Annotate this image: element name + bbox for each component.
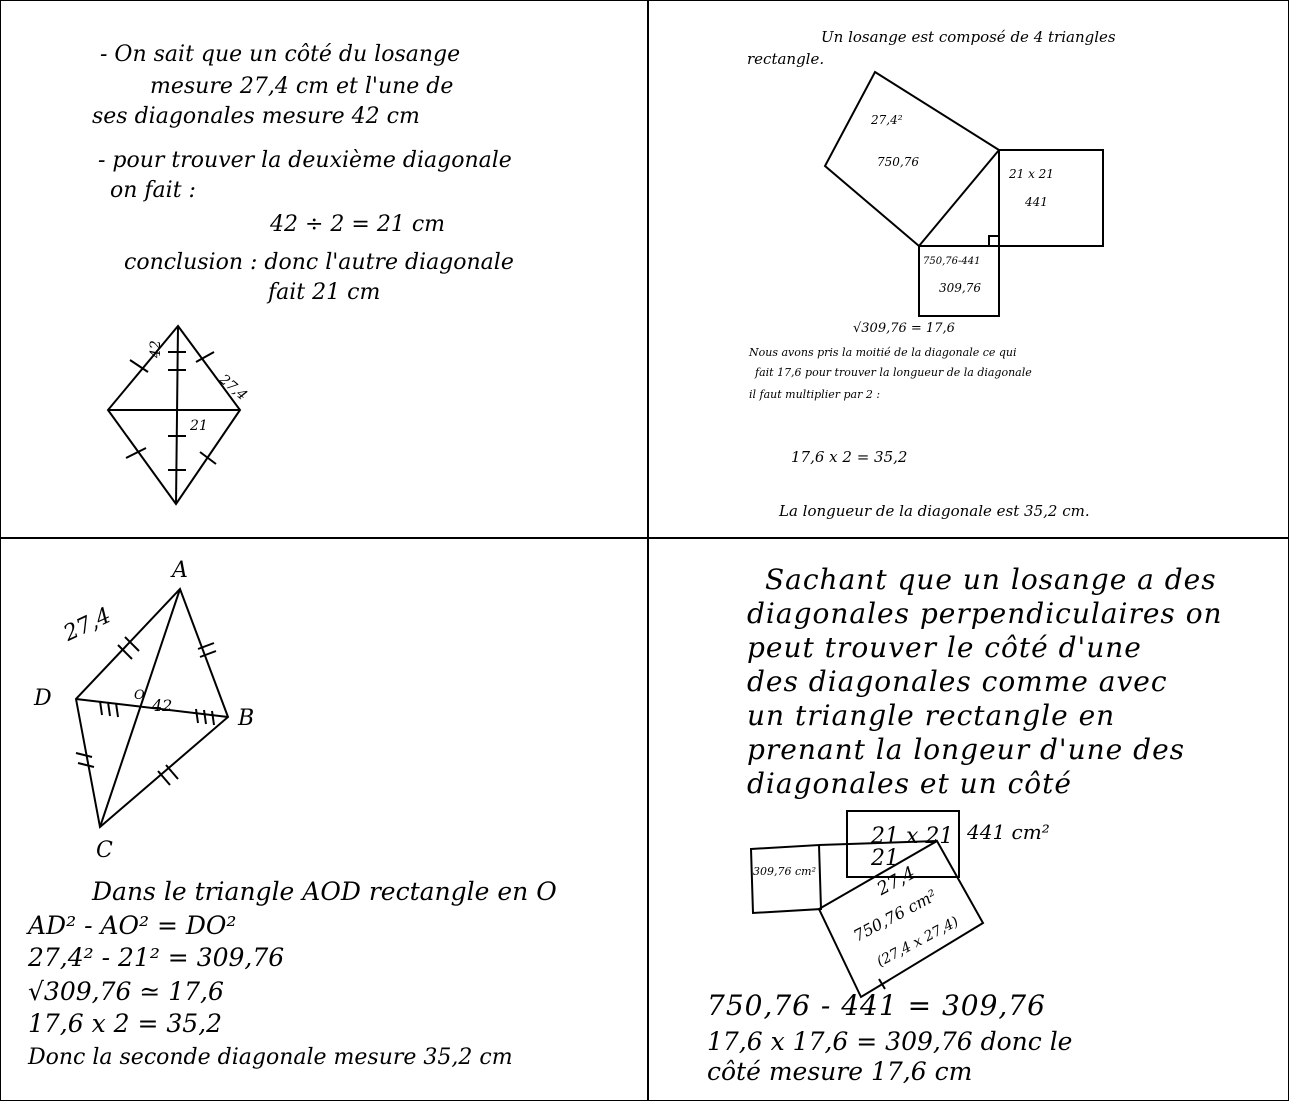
text-line: - On sait que un côté du losange bbox=[100, 42, 461, 67]
text-line: Sachant que un losange a des bbox=[765, 563, 1217, 596]
text-line: diagonales perpendiculaires on bbox=[747, 597, 1223, 630]
half-diagonal-label: 42 bbox=[148, 340, 164, 359]
pythagoras-figure: 27,4² 750,76 21 x 21 441 750,76-441 309,… bbox=[823, 70, 1104, 336]
panel-bottom-right: Sachant que un losange a des diagonales … bbox=[649, 539, 1289, 1101]
text-line: - pour trouver la deuxième diagonale bbox=[98, 148, 512, 173]
divider-horizontal bbox=[0, 537, 1289, 539]
text-line: fait 17,6 pour trouver la longueur de la… bbox=[755, 366, 1032, 379]
text-line: il faut multiplier par 2 : bbox=[749, 388, 881, 401]
text-line: des diagonales comme avec bbox=[747, 665, 1168, 698]
text-line: peut trouver le côté d'une bbox=[747, 631, 1142, 664]
root-result: √309,76 = 17,6 bbox=[853, 321, 955, 336]
text-line: ses diagonales mesure 42 cm bbox=[92, 104, 420, 129]
text-line: diagonales et un côté bbox=[747, 767, 1072, 800]
panel-bottom-left: A B C D 27,4 42 O Dans le triangle AOD r… bbox=[0, 539, 648, 1101]
text-line: Donc la seconde diagonale mesure 35,2 cm bbox=[28, 1045, 513, 1070]
text-line: 17,6 x 17,6 = 309,76 donc le bbox=[707, 1027, 1073, 1056]
text-line: on fait : bbox=[110, 178, 196, 203]
vertex-b: B bbox=[237, 706, 254, 731]
text-line: 27,4² - 21² = 309,76 bbox=[28, 943, 285, 972]
vertex-d: D bbox=[33, 686, 52, 711]
rhombus-sketch: 42 27,4 21 bbox=[106, 324, 250, 506]
text-line: conclusion : donc l'autre diagonale bbox=[124, 250, 514, 275]
text-line: Un losange est composé de 4 triangles bbox=[821, 28, 1116, 46]
text-line: un triangle rectangle en bbox=[747, 699, 1116, 732]
text-line: Dans le triangle AOD rectangle en O bbox=[92, 877, 557, 906]
side-label: 27,4 bbox=[59, 603, 115, 647]
other-label: 21 bbox=[189, 418, 208, 434]
text-line: Nous avons pris la moitié de la diagonal… bbox=[749, 346, 1017, 359]
text-line: mesure 27,4 cm et l'une de bbox=[150, 74, 454, 99]
small-square-calc: 750,76-441 bbox=[923, 256, 980, 267]
right-square-calc: 21 x 21 bbox=[1008, 167, 1054, 181]
text-line: AD² - AO² = DO² bbox=[28, 911, 237, 940]
right-square-area: 441 bbox=[1024, 195, 1048, 209]
left-square-area: 309,76 cm² bbox=[753, 865, 816, 878]
text-line: 42 ÷ 2 = 21 cm bbox=[270, 212, 446, 237]
top-square-side: 21 bbox=[870, 846, 899, 871]
text-line: prenant la longeur d'une des bbox=[747, 733, 1186, 766]
divider-vertical bbox=[647, 0, 649, 1101]
rhombus-abcd-figure: A B C D 27,4 42 O bbox=[33, 558, 254, 863]
vertex-c: C bbox=[96, 838, 113, 863]
panel-top-left: - On sait que un côté du losange mesure … bbox=[0, 0, 648, 538]
squares-figure: 21 x 21 21 441 cm² 309,76 cm² 27,4 750,7… bbox=[749, 810, 1050, 999]
panel-top-right: Un losange est composé de 4 triangles re… bbox=[649, 0, 1289, 538]
text-line: rectangle. bbox=[747, 50, 825, 68]
big-square-side: 27,4² bbox=[870, 113, 903, 127]
text-line: fait 21 cm bbox=[268, 280, 381, 305]
top-square-area: 441 cm² bbox=[966, 820, 1050, 844]
text-line: La longueur de la diagonale est 35,2 cm. bbox=[779, 502, 1090, 520]
small-square-area: 309,76 bbox=[939, 281, 981, 295]
text-line: 17,6 x 2 = 35,2 bbox=[28, 1009, 223, 1038]
big-square-area: 750,76 bbox=[877, 155, 919, 169]
text-line: 17,6 x 2 = 35,2 bbox=[791, 448, 908, 466]
text-line: √309,76 ≃ 17,6 bbox=[28, 977, 224, 1006]
center-label: O bbox=[134, 688, 145, 703]
text-line: 750,76 - 441 = 309,76 bbox=[707, 989, 1046, 1022]
text-line: côté mesure 17,6 cm bbox=[707, 1057, 973, 1086]
vertex-a: A bbox=[170, 558, 188, 583]
diag-label: 42 bbox=[151, 696, 172, 715]
top-square-calc: 21 x 21 bbox=[870, 824, 953, 849]
